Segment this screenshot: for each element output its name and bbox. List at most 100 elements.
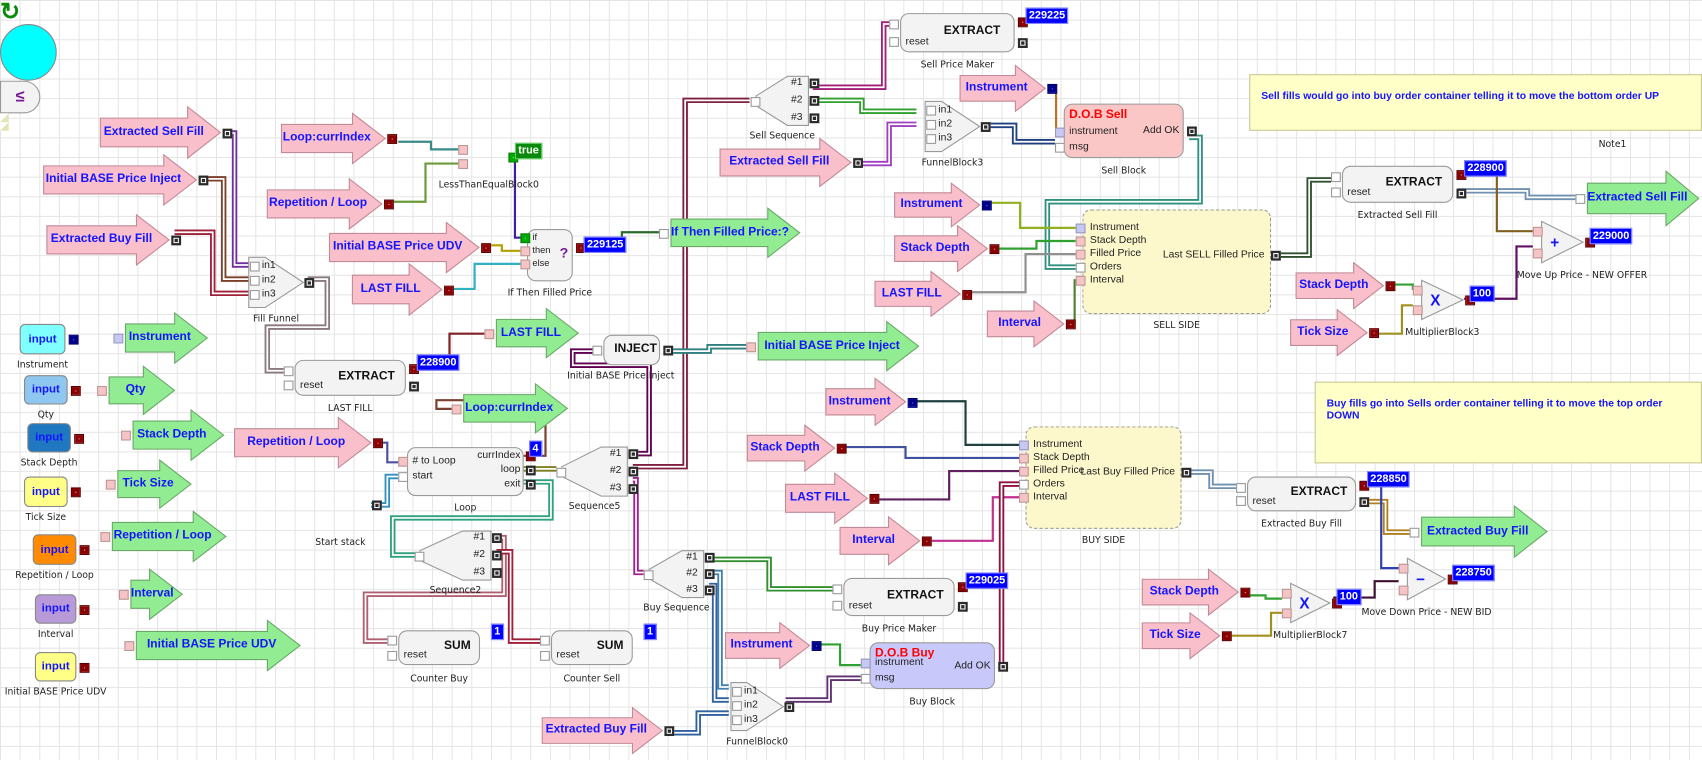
dob-block[interactable]	[1063, 103, 1184, 159]
output-port[interactable]	[957, 601, 968, 612]
input-port[interactable]	[100, 532, 111, 542]
instrument-port[interactable]	[860, 658, 871, 669]
order-container[interactable]	[1025, 426, 1182, 529]
input-port[interactable]	[1018, 440, 1029, 451]
output-port[interactable]	[79, 604, 90, 615]
input-arrow[interactable]	[1141, 568, 1240, 617]
input-arrow[interactable]	[839, 515, 921, 566]
input-port[interactable]	[658, 228, 669, 239]
input-block[interactable]: input	[24, 476, 68, 508]
if-then-block[interactable]	[526, 228, 573, 282]
output-port[interactable]	[1385, 281, 1396, 292]
msg-port[interactable]	[860, 673, 871, 684]
output-port[interactable]	[79, 662, 90, 673]
input-port[interactable]	[520, 259, 531, 270]
output-port[interactable]	[809, 95, 820, 106]
output-port[interactable]	[1181, 467, 1192, 478]
note[interactable]: Buy fills go into Sells order container …	[1314, 381, 1702, 464]
input-port[interactable]	[1398, 563, 1409, 574]
output-port[interactable]	[304, 278, 315, 288]
output-port[interactable]	[907, 397, 918, 408]
input-port[interactable]	[97, 386, 107, 396]
input-arrow[interactable]	[541, 706, 664, 755]
input-port[interactable]	[1075, 236, 1086, 247]
input-port[interactable]	[732, 701, 742, 711]
input-block[interactable]: input	[24, 375, 68, 405]
math-block[interactable]	[1290, 582, 1332, 624]
input-arrow[interactable]	[99, 105, 222, 160]
input-arrow[interactable]	[894, 182, 981, 228]
output-arrow[interactable]	[111, 510, 227, 563]
input-arrow[interactable]	[351, 262, 443, 317]
math-block[interactable]	[1541, 220, 1585, 264]
input-port[interactable]	[124, 641, 135, 651]
output-port[interactable]	[492, 568, 502, 578]
input-port[interactable]	[458, 145, 469, 155]
output-port[interactable]	[525, 479, 536, 490]
input-arrow[interactable]	[825, 377, 907, 427]
output-port[interactable]	[372, 500, 382, 511]
output-port[interactable]	[79, 545, 90, 556]
output-port[interactable]	[989, 244, 1000, 255]
input-arrow[interactable]	[874, 270, 961, 318]
output-arrow[interactable]	[124, 311, 209, 365]
output-port[interactable]	[373, 438, 383, 449]
extract-block[interactable]	[1341, 165, 1454, 203]
output-port[interactable]	[525, 465, 536, 476]
input-arrow[interactable]	[328, 221, 480, 274]
output-port[interactable]	[809, 113, 820, 124]
input-port[interactable]	[484, 328, 495, 339]
output-port[interactable]	[628, 466, 639, 477]
input-port[interactable]	[520, 246, 531, 257]
output-arrow[interactable]	[1421, 504, 1548, 559]
output-port[interactable]	[481, 243, 491, 253]
output-port[interactable]	[628, 449, 639, 460]
input-port[interactable]	[832, 584, 843, 595]
input-port[interactable]	[121, 430, 131, 441]
output-port[interactable]	[1271, 250, 1281, 261]
msg-port[interactable]	[1054, 142, 1065, 153]
input-arrow[interactable]	[266, 177, 383, 231]
order-container[interactable]	[1082, 209, 1272, 315]
input-arrow[interactable]	[959, 64, 1047, 113]
input-port[interactable]	[1075, 262, 1086, 273]
input-port[interactable]	[1398, 585, 1409, 596]
input-port[interactable]	[732, 715, 742, 726]
output-port[interactable]	[171, 235, 182, 246]
output-port[interactable]	[704, 569, 715, 580]
input-arrow[interactable]	[234, 416, 372, 469]
input-arrow[interactable]	[894, 224, 989, 273]
note[interactable]: Sell fills would go into buy order conta…	[1249, 74, 1702, 131]
output-port[interactable]	[1047, 83, 1058, 94]
input-port[interactable]	[1532, 248, 1543, 259]
extract-block[interactable]	[900, 13, 1015, 53]
output-arrow[interactable]	[495, 307, 580, 359]
input-port[interactable]	[1532, 226, 1543, 237]
output-port[interactable]	[387, 134, 398, 144]
output-port[interactable]	[784, 702, 795, 713]
start-port[interactable]	[398, 472, 409, 482]
input-port[interactable]	[387, 635, 398, 646]
output-port[interactable]	[1359, 497, 1370, 508]
input-block[interactable]: input	[34, 652, 77, 682]
funnel-block[interactable]	[248, 256, 305, 309]
extract-block[interactable]	[294, 359, 406, 396]
output-port[interactable]	[853, 158, 863, 168]
input-port[interactable]	[249, 290, 260, 300]
instrument-port[interactable]	[1054, 127, 1065, 138]
input-port[interactable]	[1018, 453, 1029, 464]
input-arrow[interactable]	[724, 621, 811, 670]
input-port[interactable]	[1018, 466, 1029, 477]
output-port[interactable]	[409, 381, 419, 392]
output-port[interactable]	[70, 487, 81, 498]
output-port[interactable]	[981, 200, 992, 211]
input-port[interactable]	[249, 261, 260, 272]
output-port[interactable]	[198, 175, 209, 186]
output-arrow[interactable]	[130, 568, 184, 621]
reset-port[interactable]	[832, 600, 843, 611]
input-arrow[interactable]	[46, 213, 170, 267]
input-arrow[interactable]	[1290, 308, 1368, 357]
input-port[interactable]	[1412, 305, 1423, 316]
output-port[interactable]	[1240, 587, 1251, 598]
input-arrow[interactable]	[986, 299, 1065, 348]
